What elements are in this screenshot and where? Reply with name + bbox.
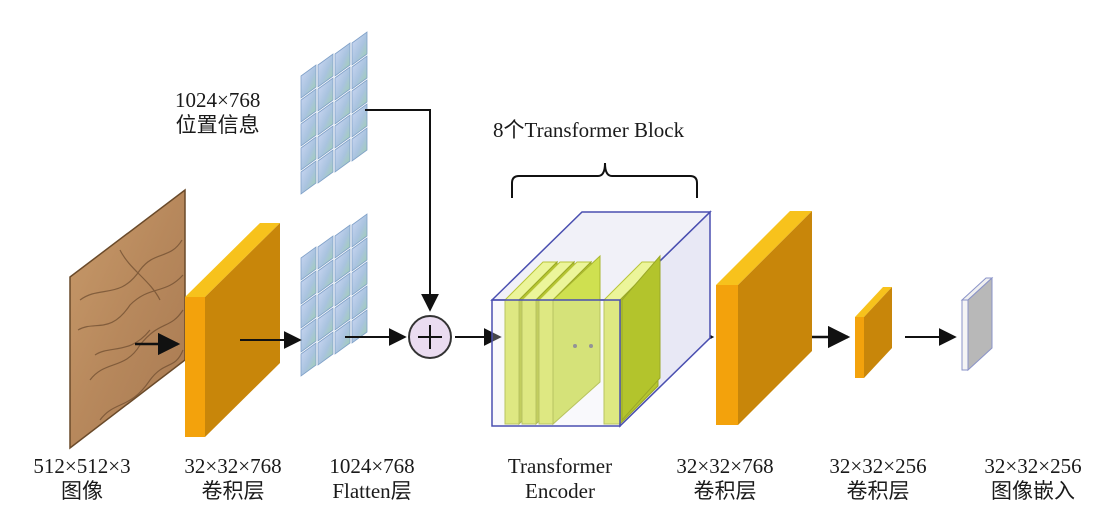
stage-label-flatten: 1024×768 Flatten层 (312, 454, 432, 504)
grid-tile (317, 77, 334, 112)
grid-tile (351, 31, 368, 66)
grid-tile (351, 285, 368, 320)
block-count-label: 8个Transformer Block (493, 118, 684, 143)
grid-tile (300, 342, 317, 377)
grid-tile (351, 79, 368, 114)
grid-tile (334, 272, 351, 307)
grid-tile (334, 296, 351, 331)
stage-name: 卷积层 (201, 479, 265, 503)
grid-tile (317, 283, 334, 318)
stage-size: 1024×768 (329, 454, 415, 478)
stage-label-embedding: 32×32×256 图像嵌入 (960, 454, 1106, 504)
grid-tile (300, 270, 317, 305)
position-info-label: 1024×768 位置信息 (175, 88, 260, 138)
grid-tile (317, 53, 334, 88)
transformer-encoder (490, 210, 712, 428)
grid-tile (334, 224, 351, 259)
grid-tile (351, 309, 368, 344)
grid-tile (317, 259, 334, 294)
stage-name: Encoder (525, 479, 595, 503)
stage-label-conv2: 32×32×768 卷积层 (652, 454, 798, 504)
stage-size: 32×32×256 (829, 454, 927, 478)
stage-name: 图像嵌入 (991, 479, 1075, 503)
grid-tile (317, 235, 334, 270)
grid-tile (300, 112, 317, 147)
grid-tile (317, 101, 334, 136)
grid-tile (351, 261, 368, 296)
stage-size: 32×32×768 (676, 454, 774, 478)
position-info-grid (300, 31, 368, 195)
grid-tile (334, 42, 351, 77)
stage-name: 卷积层 (693, 479, 757, 503)
stage-label-conv1: 32×32×768 卷积层 (160, 454, 306, 504)
grid-tile (334, 114, 351, 149)
image-embedding (960, 276, 994, 372)
encoder-blocks (503, 254, 661, 426)
input-image (69, 188, 186, 450)
grid-tile (334, 66, 351, 101)
position-info-name: 位置信息 (175, 113, 260, 137)
block-count-text: 8个Transformer Block (493, 118, 685, 142)
grid-tile (317, 149, 334, 184)
stage-name: 图像 (61, 479, 103, 503)
grid-tile (351, 213, 368, 248)
circled-plus-icon (408, 315, 452, 359)
stage-label-conv3: 32×32×256 卷积层 (805, 454, 951, 504)
stage-label-image: 512×512×3 图像 (8, 454, 156, 504)
stage-size: 32×32×256 (984, 454, 1082, 478)
arrow-position-to-add (365, 109, 439, 312)
stage-name: 卷积层 (846, 479, 910, 503)
grid-tile (300, 246, 317, 281)
grid-tile (317, 307, 334, 342)
stage-size: 32×32×768 (184, 454, 282, 478)
conv-layer-3 (855, 287, 892, 378)
grid-tile (300, 64, 317, 99)
stage-size: Transformer (507, 454, 613, 478)
grid-tile (300, 88, 317, 123)
grid-tile (317, 331, 334, 366)
grid-tile (351, 103, 368, 138)
grid-tile (334, 248, 351, 283)
grid-tile (351, 127, 368, 162)
grid-tile (300, 136, 317, 171)
block-brace (511, 162, 698, 198)
grid-tile (334, 138, 351, 173)
stage-name: Flatten层 (332, 479, 412, 503)
position-info-size: 1024×768 (175, 88, 261, 112)
grid-tile (334, 90, 351, 125)
encoder-block-middle (552, 254, 601, 426)
conv-layer-2 (716, 211, 812, 425)
stage-label-encoder: Transformer Encoder (490, 454, 630, 504)
grid-tile (351, 55, 368, 90)
stage-size: 512×512×3 (33, 454, 131, 478)
grid-tile (300, 160, 317, 195)
grid-tile (334, 320, 351, 355)
conv-layer-1 (185, 223, 280, 437)
encoder-block-last (621, 254, 661, 422)
flatten-layer-grid (300, 213, 368, 377)
grid-tile (351, 237, 368, 272)
grid-tile (300, 294, 317, 329)
grid-tile (317, 125, 334, 160)
